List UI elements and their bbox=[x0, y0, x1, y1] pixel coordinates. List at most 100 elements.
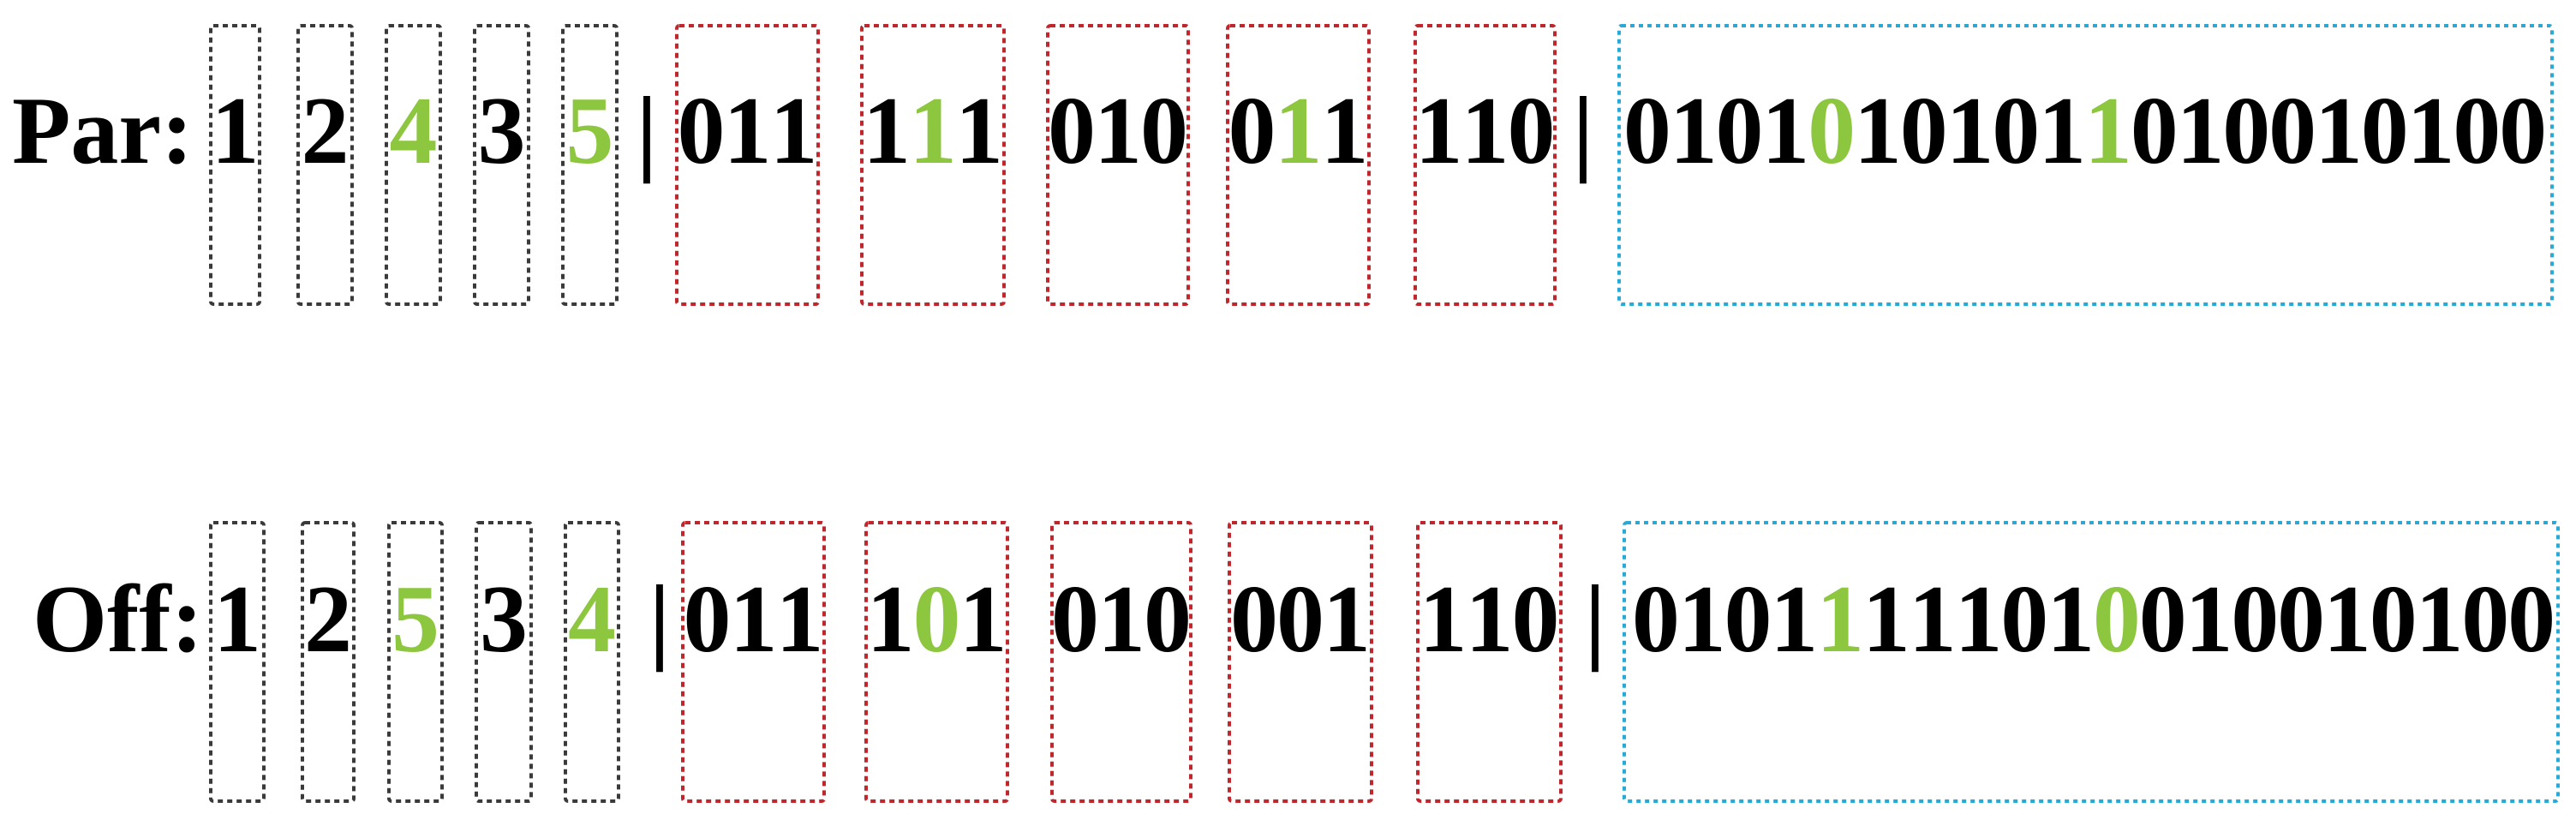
offspring-bitstring-bit: 0 bbox=[2231, 566, 2279, 673]
offspring-bitstring-bit: 1 bbox=[1770, 566, 1818, 673]
offspring-chunk-box bbox=[681, 521, 826, 803]
offspring-chunk-box bbox=[1228, 521, 1373, 803]
parent-bitstring-bit: 0 bbox=[1992, 78, 2040, 184]
offspring-bitstring-bit: 1 bbox=[2185, 566, 2233, 673]
offspring-bitstring-bit: 1 bbox=[2416, 566, 2464, 673]
offspring-separator-1: | bbox=[649, 566, 671, 673]
parent-bitstring-bit: 0 bbox=[2361, 78, 2409, 184]
offspring-bitstring-bit: 0 bbox=[2277, 566, 2325, 673]
offspring-bitstring-bit: 1 bbox=[2047, 566, 2095, 673]
offspring-bitstring-bit: 0 bbox=[1724, 566, 1772, 673]
parent-chunk-bit: 1 bbox=[1321, 78, 1369, 184]
offspring-bitstring-bit: 0 bbox=[1632, 566, 1680, 673]
parent-position-value: 2 bbox=[302, 78, 350, 184]
offspring-bitstring-bit: 1 bbox=[1909, 566, 1957, 673]
parent-bitstring-bit: 0 bbox=[2222, 78, 2270, 184]
parent-chunk-bit: 0 bbox=[678, 78, 726, 184]
offspring-chunk-bit: 1 bbox=[1323, 566, 1371, 673]
offspring-chunk-bit: 1 bbox=[730, 566, 778, 673]
offspring-position-value: 5 bbox=[391, 566, 439, 673]
parent-position-value: 5 bbox=[566, 78, 614, 184]
offspring-chunk-bit: 0 bbox=[684, 566, 732, 673]
offspring-bitstring-bit: 0 bbox=[2139, 566, 2187, 673]
parent-position-box bbox=[385, 24, 442, 306]
parent-chunk-box bbox=[1414, 24, 1557, 306]
offspring-chunk-bit: 0 bbox=[1144, 566, 1192, 673]
offspring-chunk-bit: 1 bbox=[959, 566, 1007, 673]
parent-bitstring-bit: 1 bbox=[2177, 78, 2225, 184]
offspring-bitstring-bit: 0 bbox=[2507, 566, 2555, 673]
offspring-bitstring-bit: 1 bbox=[1955, 566, 2003, 673]
parent-position-box bbox=[473, 24, 530, 306]
parent-bitstring-bit: 0 bbox=[1623, 78, 1671, 184]
parent-chunk-bit: 1 bbox=[724, 78, 772, 184]
parent-chunk-bit: 0 bbox=[1048, 78, 1096, 184]
parent-separator-1: | bbox=[637, 78, 658, 184]
parent-chunk-bit: 0 bbox=[1508, 78, 1556, 184]
parent-position-box bbox=[209, 24, 261, 306]
offspring-position-box bbox=[387, 521, 444, 803]
offspring-chunk-bit: 0 bbox=[1276, 566, 1324, 673]
parent-chunk-box bbox=[1226, 24, 1371, 306]
offspring-chunk-bit: 0 bbox=[1051, 566, 1099, 673]
parent-position-box bbox=[296, 24, 354, 306]
offspring-bitstring-box bbox=[1623, 521, 2560, 803]
offspring-position-value: 4 bbox=[568, 566, 616, 673]
parent-chunk-bit: 1 bbox=[1461, 78, 1509, 184]
parent-chunk-bit: 1 bbox=[1275, 78, 1323, 184]
parent-bitstring-bit: 0 bbox=[1900, 78, 1948, 184]
parent-chunk-bit: 1 bbox=[1094, 78, 1142, 184]
parent-bitstring-bit: 1 bbox=[1854, 78, 1902, 184]
offspring-position-box bbox=[301, 521, 356, 803]
parent-bitstring-bit: 0 bbox=[2453, 78, 2501, 184]
parent-bitstring-bit: 1 bbox=[2315, 78, 2363, 184]
parent-bitstring-bit: 1 bbox=[2407, 78, 2455, 184]
parent-chunk-bit: 1 bbox=[1415, 78, 1463, 184]
parent-bitstring-bit: 1 bbox=[1670, 78, 1718, 184]
parent-bitstring-bit: 0 bbox=[2499, 78, 2547, 184]
parent-position-box bbox=[561, 24, 619, 306]
offspring-chunk-box bbox=[1416, 521, 1563, 803]
parent-bitstring-box bbox=[1617, 24, 2554, 306]
offspring-position-box bbox=[209, 521, 266, 803]
offspring-position-box bbox=[475, 521, 533, 803]
offspring-bitstring-bit: 1 bbox=[1678, 566, 1726, 673]
offspring-bitstring-bit: 0 bbox=[2461, 566, 2509, 673]
offspring-separator-2: | bbox=[1585, 566, 1606, 673]
parent-chunk-bit: 0 bbox=[1140, 78, 1188, 184]
parent-bitstring-bit: 0 bbox=[1808, 78, 1856, 184]
parent-bitstring-bit: 1 bbox=[2038, 78, 2086, 184]
parent-chunk-bit: 1 bbox=[909, 78, 957, 184]
offspring-chunk-bit: 1 bbox=[867, 566, 915, 673]
offspring-bitstring-bit: 0 bbox=[2000, 566, 2048, 673]
offspring-bitstring-bit: 0 bbox=[2370, 566, 2418, 673]
parent-bitstring-bit: 1 bbox=[1761, 78, 1809, 184]
parent-position-value: 1 bbox=[212, 78, 260, 184]
offspring-bitstring-bit: 1 bbox=[1816, 566, 1864, 673]
parent-chunk-bit: 0 bbox=[1228, 78, 1276, 184]
parent-bitstring-bit: 0 bbox=[2131, 78, 2179, 184]
parent-bitstring-bit: 1 bbox=[1946, 78, 1994, 184]
offspring-chunk-bit: 1 bbox=[1466, 566, 1514, 673]
parent-bitstring-bit: 0 bbox=[1716, 78, 1764, 184]
offspring-position-box bbox=[564, 521, 620, 803]
offspring-bitstring-bit: 1 bbox=[2323, 566, 2371, 673]
parent-bitstring-bit: 1 bbox=[2084, 78, 2132, 184]
parent-chunk-box bbox=[860, 24, 1006, 306]
parent-position-value: 4 bbox=[390, 78, 438, 184]
parent-chunk-box bbox=[675, 24, 820, 306]
parent-bitstring-bit: 0 bbox=[2268, 78, 2316, 184]
parent-label: Par: bbox=[12, 78, 193, 184]
parent-separator-2: | bbox=[1573, 78, 1594, 184]
offspring-chunk-bit: 0 bbox=[913, 566, 961, 673]
offspring-chunk-bit: 0 bbox=[1512, 566, 1560, 673]
parent-chunk-bit: 1 bbox=[863, 78, 911, 184]
